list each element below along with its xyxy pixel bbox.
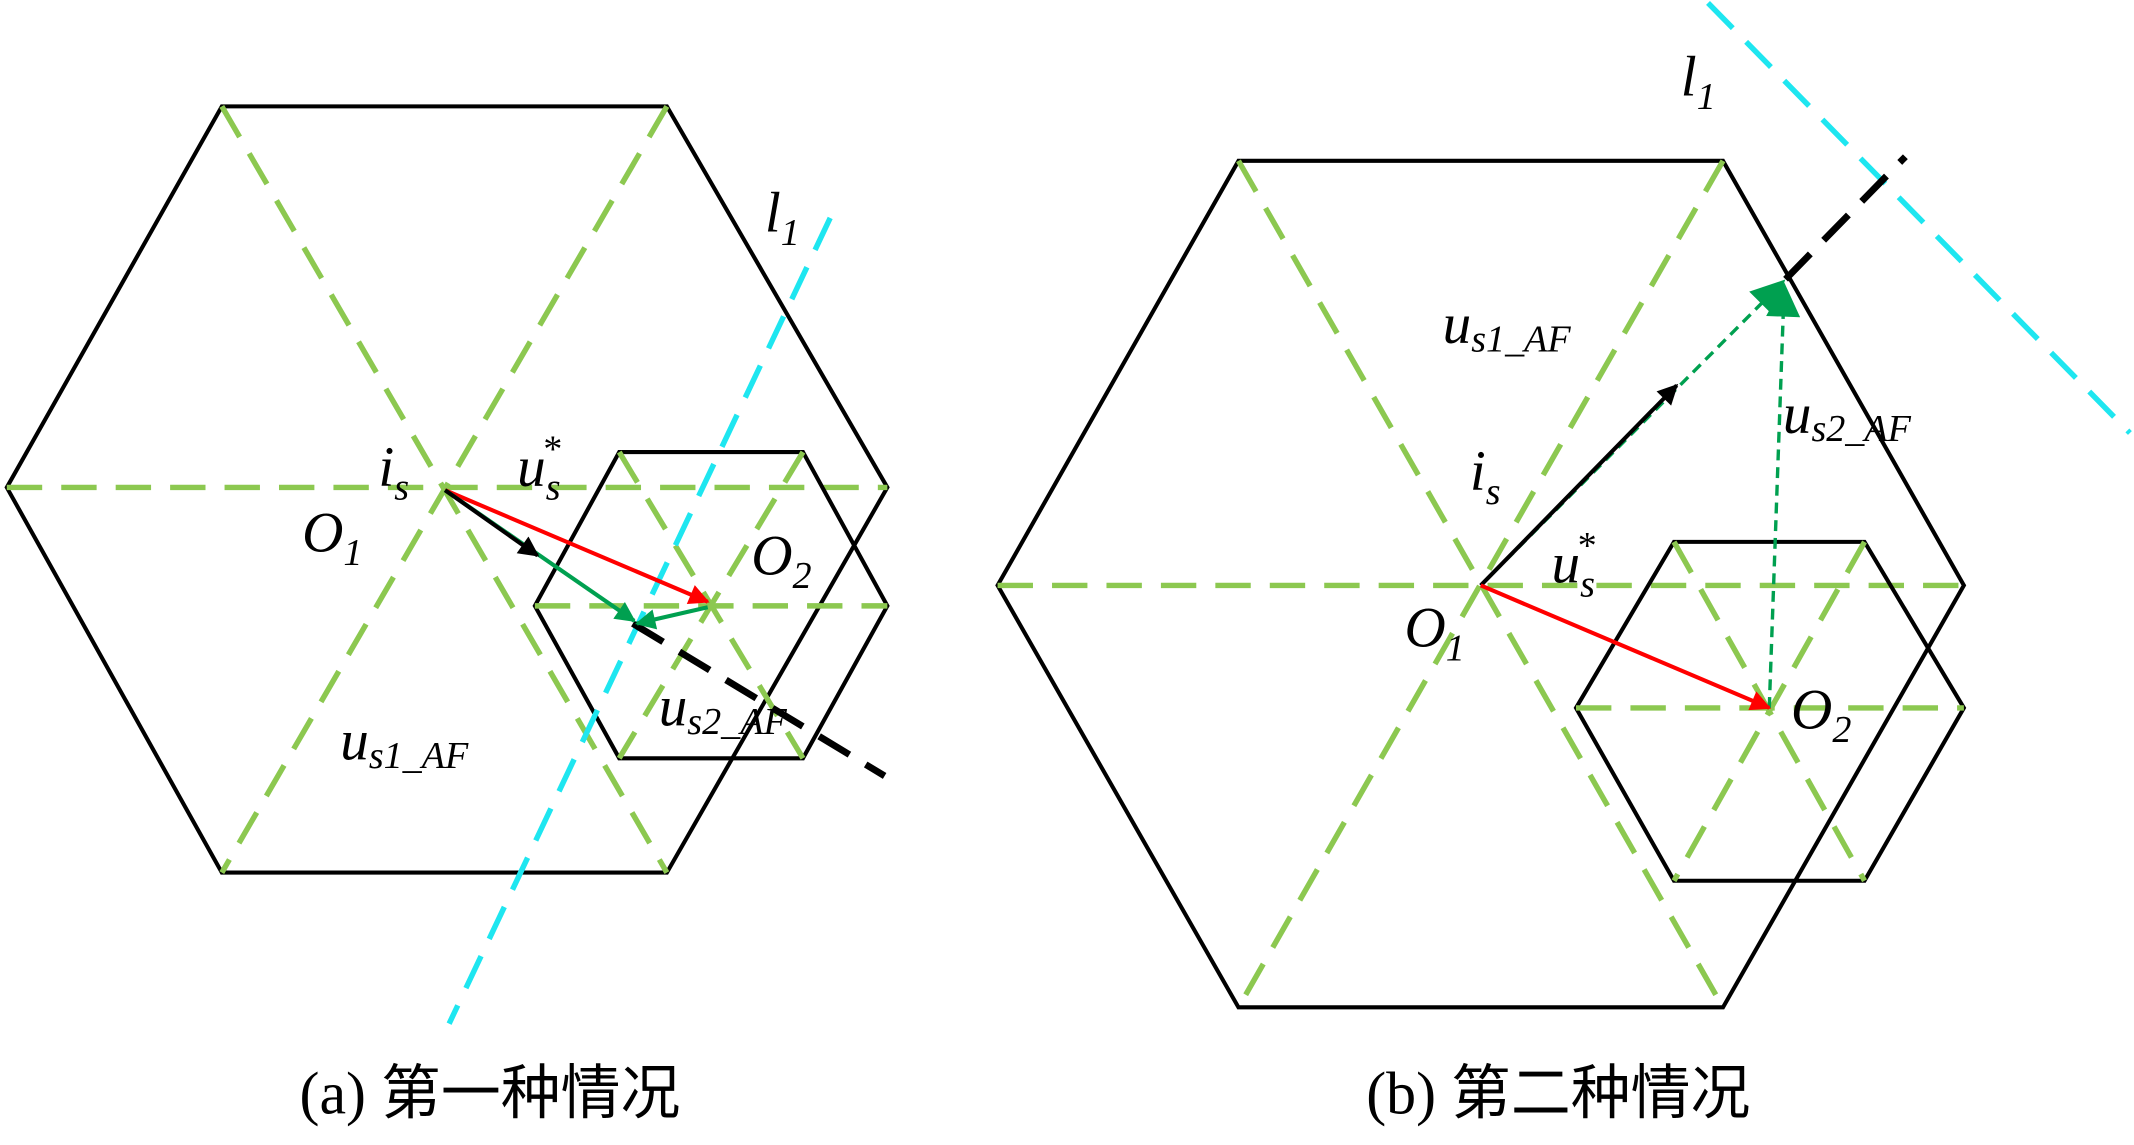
label-us-star: us*	[517, 429, 561, 509]
sector-line	[616, 450, 806, 760]
us-vector-arrow	[1479, 583, 1772, 711]
label-us2-af: us2_AF	[1783, 383, 1912, 450]
panel-b: us1_AF us2_AF is us* O1 O2 l1 (b) 第二种情况	[995, 1, 2132, 1126]
caption-b: (b) 第二种情况	[1366, 1060, 1750, 1126]
dashed-extension-line	[1783, 154, 1908, 282]
us2-af-vector-arrow	[1766, 282, 1801, 708]
line-l1	[1706, 1, 2132, 435]
is-vector-arrow	[443, 488, 540, 558]
label-l1: l1	[765, 182, 800, 255]
label-us1-af: us1_AF	[1443, 293, 1572, 360]
label-o1: O1	[1405, 597, 1465, 670]
panel-a: is us* O1 O2 us1_AF us2_AF l1 (a) 第一种情况	[4, 104, 890, 1126]
label-us-star: us*	[1552, 525, 1596, 605]
label-is: is	[1470, 440, 1501, 513]
is-vector-arrow	[1479, 383, 1679, 587]
us2-af-vector-arrow	[634, 605, 709, 630]
label-o2: O2	[1791, 678, 1851, 751]
label-us2-af: us2_AF	[659, 676, 788, 743]
us-vector-arrow	[444, 488, 710, 604]
label-us1-af: us1_AF	[340, 710, 469, 777]
label-l1: l1	[1681, 45, 1716, 118]
caption-a: (a) 第一种情况	[300, 1060, 681, 1126]
label-is: is	[378, 436, 409, 509]
label-o1: O1	[302, 501, 362, 574]
sector-line	[1671, 540, 1867, 883]
label-o2: O2	[751, 525, 811, 598]
dashed-extension-line	[631, 620, 887, 779]
